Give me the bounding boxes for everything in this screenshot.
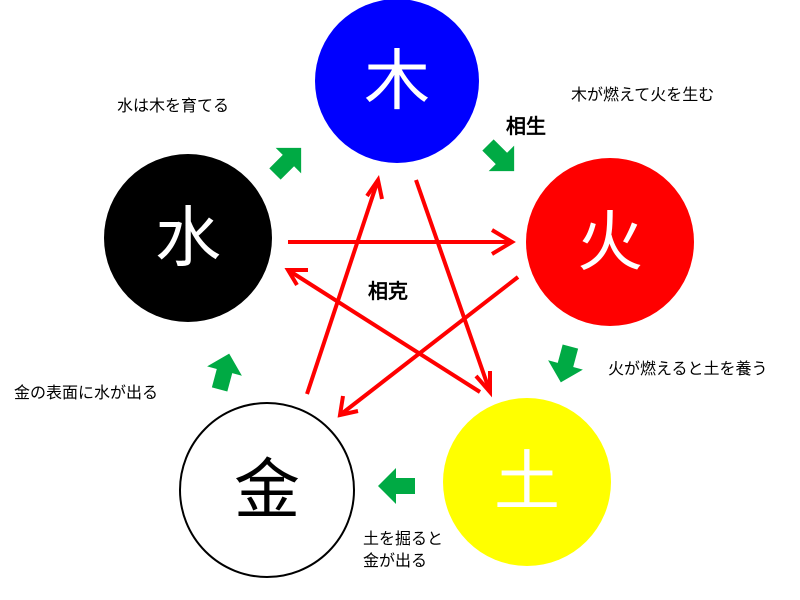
note-earth-metal-line1: 土を掘ると xyxy=(363,529,443,548)
note-metal-water: 金の表面に水が出る xyxy=(14,383,158,402)
arrow-wood-to-earth-head xyxy=(474,371,492,398)
arrow-water-to-fire-head xyxy=(490,228,516,256)
note-wood-fire: 木が燃えて火を生む xyxy=(571,85,714,104)
arrow-water-to-wood xyxy=(269,147,302,180)
wood-label: 木 xyxy=(364,43,430,120)
note-earth-metal-line2: 金が出る xyxy=(363,551,427,570)
overcoming-label: 相克 xyxy=(368,279,408,303)
arrow-wood-to-fire xyxy=(482,139,515,172)
arrow-fire-to-earth xyxy=(548,344,583,383)
metal-label: 金 xyxy=(234,452,300,529)
note-water-wood: 水は木を育てる xyxy=(117,96,229,115)
earth-label: 土 xyxy=(494,444,560,521)
generating-label: 相生 xyxy=(506,114,546,138)
arrow-metal-to-wood-head xyxy=(365,175,384,200)
overcoming-arrows xyxy=(284,175,520,418)
arrow-earth-to-metal xyxy=(378,468,415,504)
water-label: 水 xyxy=(155,200,221,277)
note-fire-earth: 火が燃えると土を養う xyxy=(608,359,768,378)
water-circle xyxy=(104,154,272,322)
element-fire: 火 xyxy=(526,158,694,326)
metal-circle xyxy=(179,402,355,578)
generating-arrows xyxy=(207,139,583,504)
earth-circle xyxy=(443,398,611,566)
element-earth: 土 xyxy=(443,398,611,566)
arrow-earth-to-water-head xyxy=(284,268,308,287)
wood-circle xyxy=(315,0,479,163)
element-wood: 木 xyxy=(315,0,479,163)
element-metal: 金 xyxy=(179,402,355,578)
arrow-wood-to-earth xyxy=(414,179,492,393)
arrow-fire-to-metal xyxy=(338,275,520,417)
element-water: 水 xyxy=(104,154,272,322)
arrow-fire-to-metal-head xyxy=(337,395,359,418)
arrow-metal-to-water xyxy=(207,353,242,392)
arrow-earth-to-water xyxy=(286,268,482,394)
fire-circle xyxy=(526,158,694,326)
arrow-metal-to-wood xyxy=(305,179,380,395)
fire-label: 火 xyxy=(577,204,643,281)
